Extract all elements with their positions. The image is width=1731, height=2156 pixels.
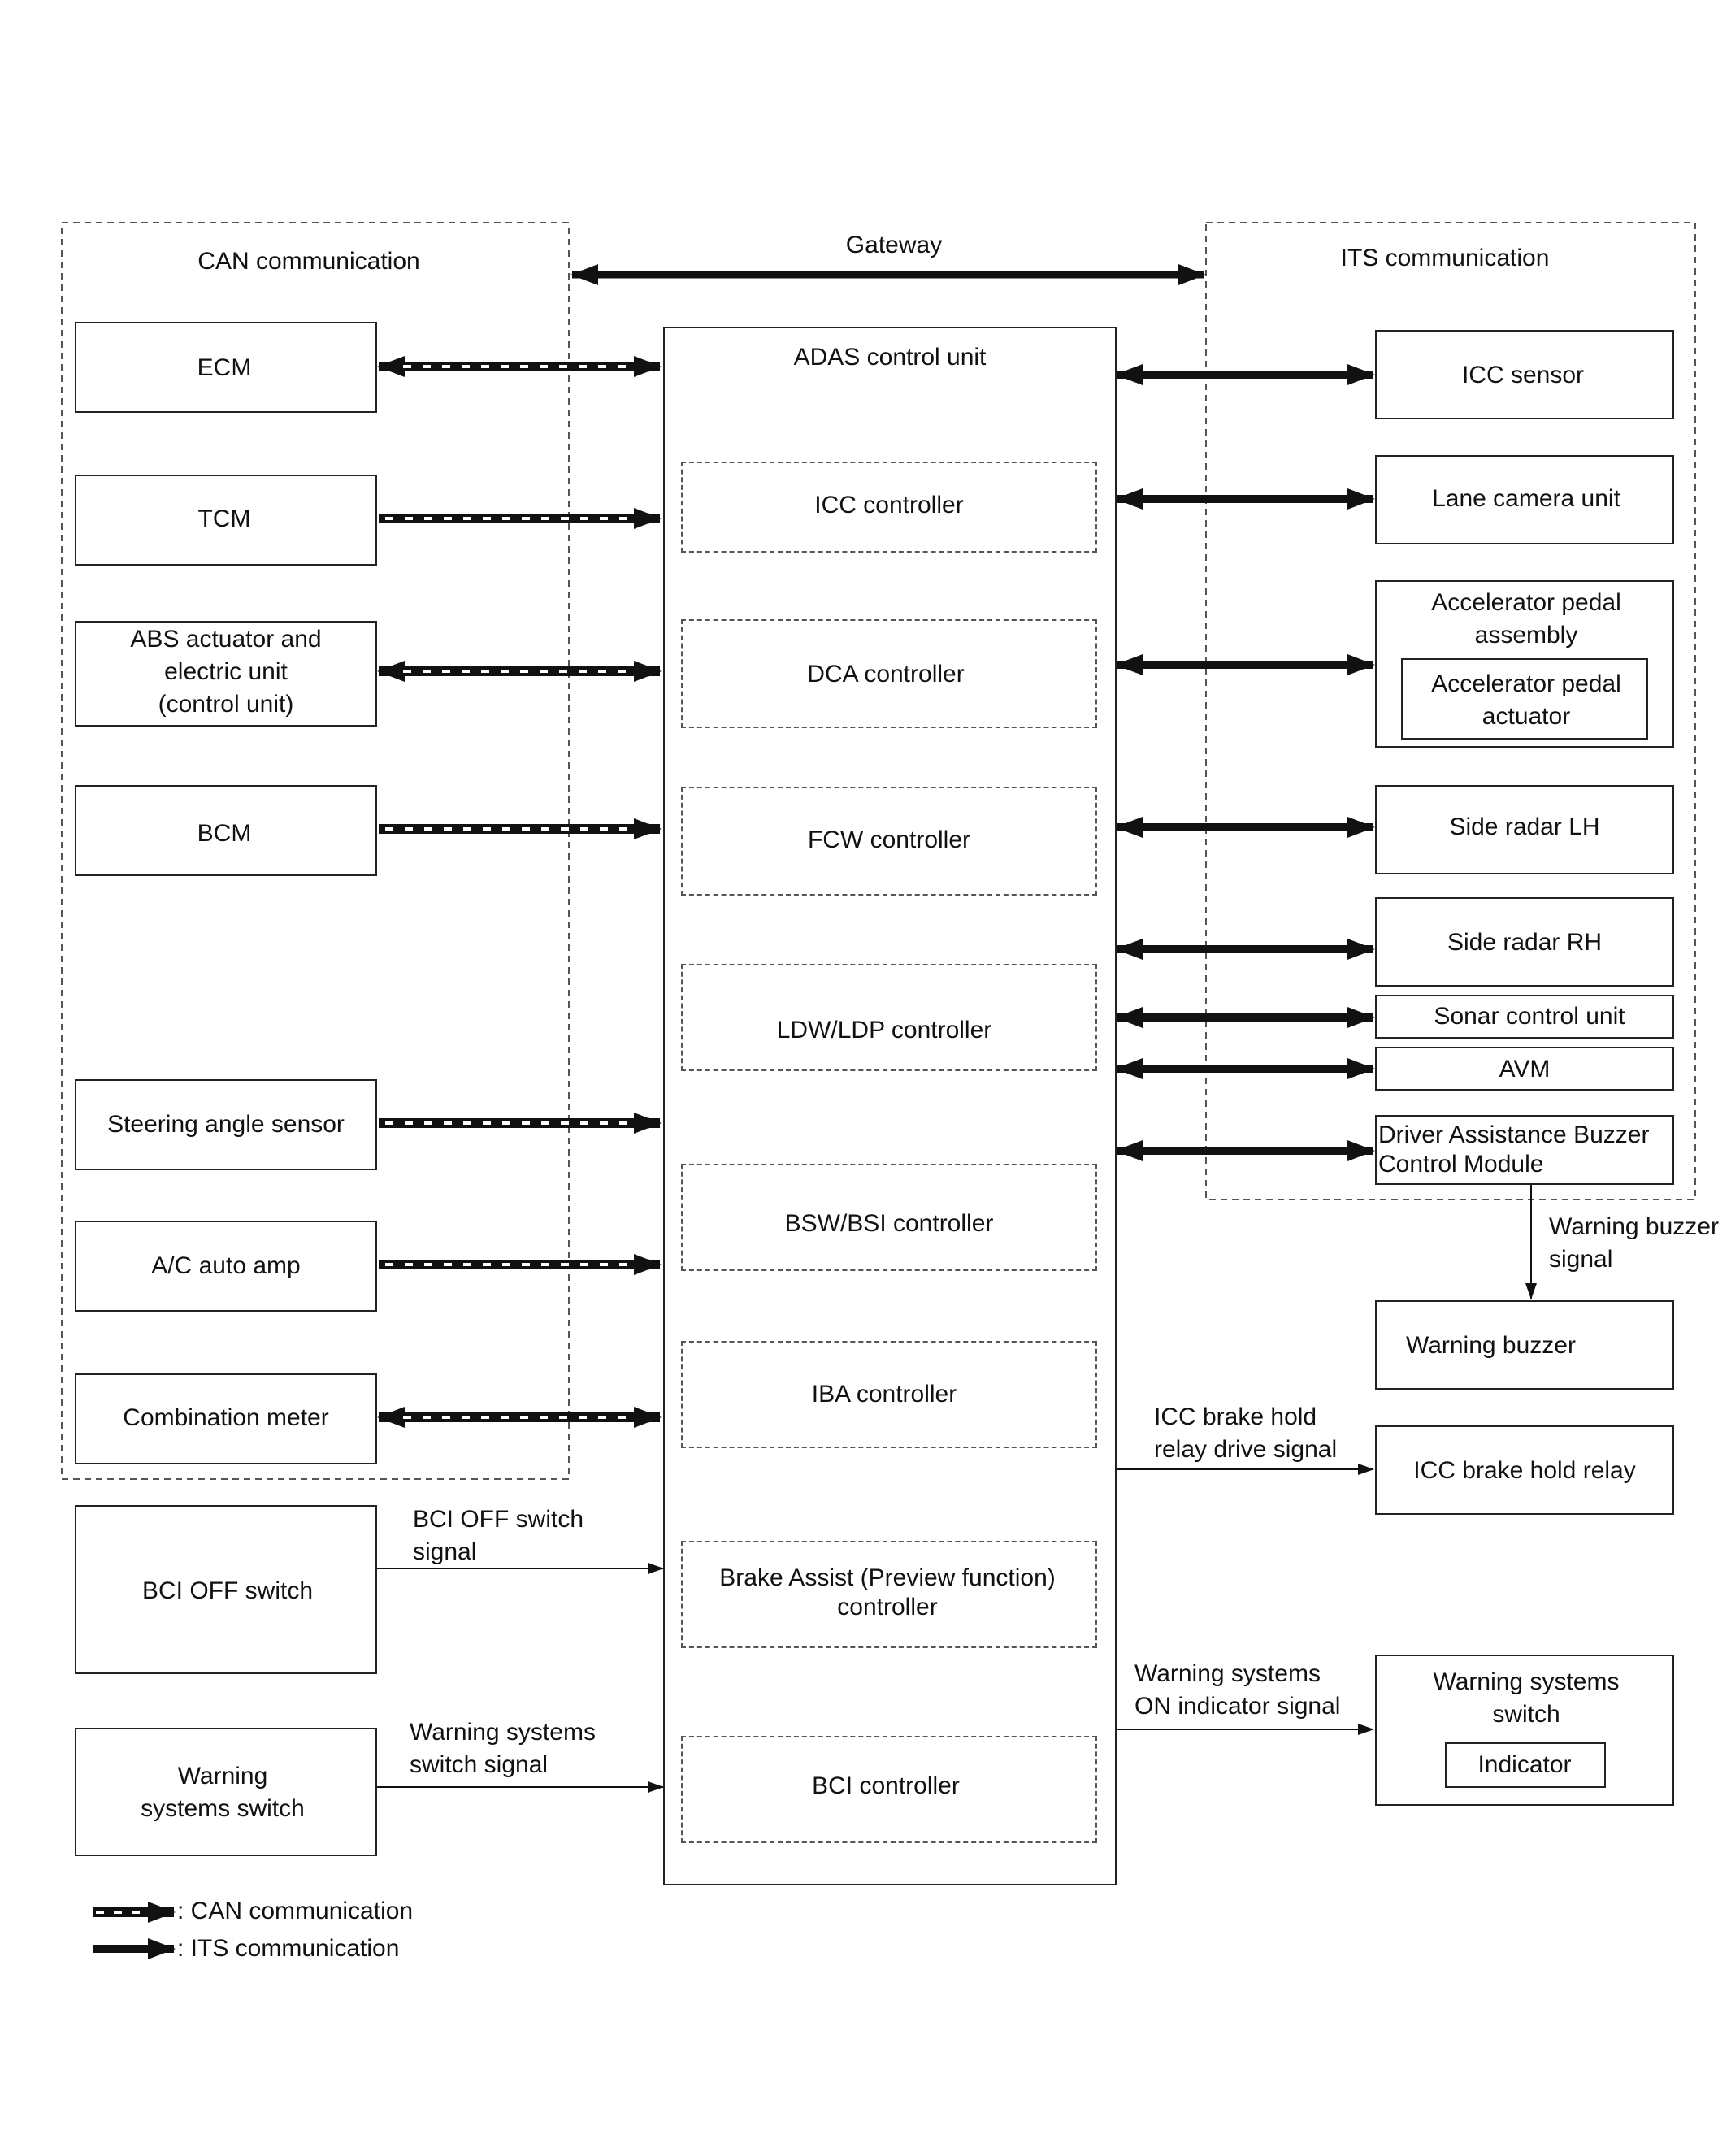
side-radar-lh-box xyxy=(1375,785,1674,874)
can-group-boundary xyxy=(61,222,570,1480)
gateway-label: Gateway xyxy=(845,232,943,258)
icc-brake-hold-relay-label: ICC brake hold relay xyxy=(1413,1457,1636,1484)
brake-assist-controller-box xyxy=(681,1541,1097,1648)
side-radar-rh-label: Side radar RH xyxy=(1447,929,1603,956)
icc-brake-hold-relay-box xyxy=(1375,1425,1674,1515)
tcm-box xyxy=(75,475,377,566)
tcm-label: TCM xyxy=(197,505,251,532)
icc-controller-label: ICC controller xyxy=(814,492,964,518)
accelerator-pedal-actuator-box xyxy=(1401,658,1648,740)
lane-camera-label: Lane camera unit xyxy=(1432,485,1620,512)
buzzer-control-module-box xyxy=(1375,1115,1674,1185)
dca-controller-label: DCA controller xyxy=(807,661,965,688)
bcm-label: BCM xyxy=(197,820,252,847)
bsw-bsi-controller-box xyxy=(681,1164,1097,1271)
bci-off-switch-box xyxy=(75,1505,377,1674)
its-group-title: ITS communication xyxy=(1340,245,1550,271)
warning-buzzer-signal-label: Warning buzzer signal xyxy=(1549,1213,1719,1273)
steering-sensor-label: Steering angle sensor xyxy=(107,1111,345,1138)
bci-off-switch-label: BCI OFF switch xyxy=(141,1577,314,1604)
bci-controller-box xyxy=(681,1736,1097,1843)
iba-controller-label: IBA controller xyxy=(811,1381,957,1408)
ldw-ldp-controller-box xyxy=(681,964,1097,1071)
combination-meter-box xyxy=(75,1373,377,1464)
warning-systems-switch-label: Warning systems switch xyxy=(141,1763,305,1822)
abs-box xyxy=(75,621,377,727)
bci-controller-label: BCI controller xyxy=(812,1772,960,1799)
adas-title: ADAS control unit xyxy=(793,344,987,371)
can-group-title: CAN communication xyxy=(197,248,420,275)
avm-label: AVM xyxy=(1499,1056,1551,1082)
accelerator-pedal-assembly-label: Accelerator pedal assembly xyxy=(1431,589,1621,649)
avm-box xyxy=(1375,1047,1674,1091)
side-radar-rh-box xyxy=(1375,897,1674,987)
legend-can-label: : CAN communication xyxy=(177,1898,414,1924)
ac-auto-amp-box xyxy=(75,1221,377,1312)
side-radar-lh-label: Side radar LH xyxy=(1449,813,1600,840)
combination-meter-label: Combination meter xyxy=(123,1404,329,1431)
relay-drive-signal-label: ICC brake hold relay drive signal xyxy=(1154,1403,1338,1463)
dca-controller-box xyxy=(681,619,1097,728)
warning-switch-signal-label: Warning systems switch signal xyxy=(410,1719,596,1778)
sonar-control-unit-label: Sonar control unit xyxy=(1434,1003,1625,1030)
icc-controller-box xyxy=(681,462,1097,553)
its-links xyxy=(1115,364,1375,1161)
icc-sensor-label: ICC sensor xyxy=(1461,362,1585,388)
iba-controller-box xyxy=(681,1341,1097,1448)
icc-sensor-box xyxy=(1375,330,1674,419)
indicator-label: Indicator xyxy=(1477,1751,1572,1778)
buzzer-control-module-label: Driver Assistance Buzzer Control Module xyxy=(1378,1121,1650,1178)
brake-assist-controller-label: Brake Assist (Preview function) controll… xyxy=(719,1564,1056,1620)
adas-control-unit xyxy=(663,327,1117,1885)
can-links xyxy=(377,356,662,1428)
bsw-bsi-controller-label: BSW/BSI controller xyxy=(784,1210,994,1237)
bcm-box xyxy=(75,785,377,876)
warning-buzzer-label: Warning buzzer xyxy=(1406,1332,1576,1359)
fcw-controller-label: FCW controller xyxy=(807,826,971,853)
indicator-signal-label: Warning systems ON indicator signal xyxy=(1134,1660,1341,1720)
ldw-ldp-controller-label: LDW/LDP controller xyxy=(776,1017,992,1043)
signal-wires xyxy=(377,1185,1537,1793)
ac-auto-amp-label: A/C auto amp xyxy=(151,1252,301,1279)
abs-label: ABS actuator and electric unit (control … xyxy=(130,626,322,718)
warning-buzzer-box xyxy=(1375,1300,1674,1390)
fcw-controller-box xyxy=(681,787,1097,896)
accelerator-pedal-assembly-box xyxy=(1375,580,1674,748)
warning-systems-switch-box xyxy=(75,1728,377,1856)
indicator-box xyxy=(1445,1742,1606,1788)
warning-systems-switch-unit-label: Warning systems switch xyxy=(1433,1668,1620,1728)
accelerator-pedal-actuator-label: Accelerator pedal actuator xyxy=(1431,670,1621,730)
warning-systems-switch-unit-box xyxy=(1375,1655,1674,1806)
ecm-label: ECM xyxy=(197,354,252,381)
legend-its-label: : ITS communication xyxy=(177,1935,400,1962)
ecm-box xyxy=(75,322,377,413)
bci-off-signal-label: BCI OFF switch signal xyxy=(413,1506,584,1565)
its-group-boundary xyxy=(1205,222,1696,1200)
steering-sensor-box xyxy=(75,1079,377,1170)
lane-camera-box xyxy=(1375,455,1674,544)
sonar-control-unit-box xyxy=(1375,995,1674,1039)
